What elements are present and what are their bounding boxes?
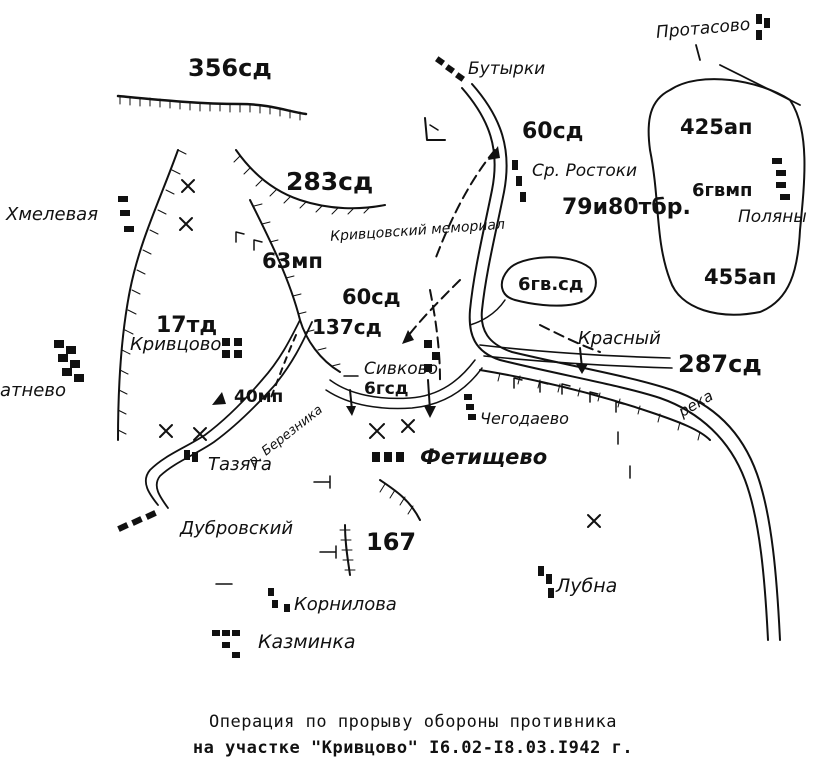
unit-63mp: 63мп [262, 249, 323, 273]
unit-40mp: 40мп [234, 387, 283, 407]
artillery-symbols [215, 231, 631, 585]
unit-283sd: 283сд [286, 167, 373, 196]
river-bereznika [145, 319, 313, 509]
place-labels: Протасово Бутырки Ср. Ростоки Поляны Хме… [0, 15, 807, 653]
label-atnevo: атнево [0, 380, 66, 401]
unit-137sd: 137сд [312, 315, 382, 339]
main-river [461, 83, 781, 641]
unit-6gsd: 6гсд [364, 379, 409, 399]
label-chegodaevo: Чегодаево [480, 409, 569, 428]
label-kazminka: Казминка [258, 631, 355, 653]
unit-167: 167 [366, 528, 416, 556]
unit-labels: 356сд 60сд 283сд 425ап 6гвмп 455ап 79и80… [156, 54, 777, 556]
unit-17td: 17тд [156, 313, 217, 338]
label-tazyata: Тазята [208, 454, 272, 475]
unit-6gvmp: 6гвмп [692, 180, 752, 201]
map-caption-line2: на участке "Кривцово" I6.02-I8.03.I942 г… [192, 738, 634, 758]
gv-sd-blob [469, 256, 597, 326]
label-r-bereznika: р. Березника [245, 402, 325, 469]
label-sivkovo: Сивково [364, 359, 438, 379]
label-krasny: Красный [578, 328, 661, 349]
unit-60sd-mid: 60сд [342, 285, 401, 309]
unit-356sd: 356сд [188, 54, 272, 82]
front-line-south [339, 479, 421, 576]
label-protasovo: Протасово [655, 15, 751, 43]
unit-425ap: 425ап [680, 115, 753, 139]
unit-blocks [54, 14, 790, 658]
front-line-283 [233, 149, 386, 215]
terrain-marks [424, 44, 801, 141]
attack-arrows [212, 146, 601, 418]
road-krasny [479, 344, 673, 369]
label-polyany: Поляны [738, 207, 807, 227]
label-sr-rostoki: Ср. Ростоки [532, 161, 637, 181]
label-krivtsovo: Кривцово [130, 334, 221, 355]
unit-6gvsd: 6гв.сд [518, 274, 583, 295]
label-lubna: Лубна [555, 575, 617, 597]
label-fetishchevo: Фетищево [420, 445, 547, 469]
unit-60sd-top: 60сд [522, 119, 583, 144]
unit-455ap: 455ап [704, 265, 777, 289]
front-line-central [249, 199, 341, 373]
label-butyrki: Бутырки [468, 59, 545, 79]
unit-79-80-tbr: 79и80тбр. [562, 195, 691, 220]
label-dubrovsky: Дубровский [179, 518, 293, 539]
front-line-left [117, 149, 187, 441]
unit-287sd: 287сд [678, 350, 762, 378]
front-line-top [116, 94, 308, 121]
label-kornilova: Корнилова [294, 594, 397, 615]
label-memorial: Кривцовский мемориал [330, 217, 506, 245]
map-caption-line1: Операция по прорыву обороны противника [209, 712, 617, 732]
cross-marks [159, 179, 601, 528]
label-khmelevaya: Хмелевая [5, 204, 98, 225]
